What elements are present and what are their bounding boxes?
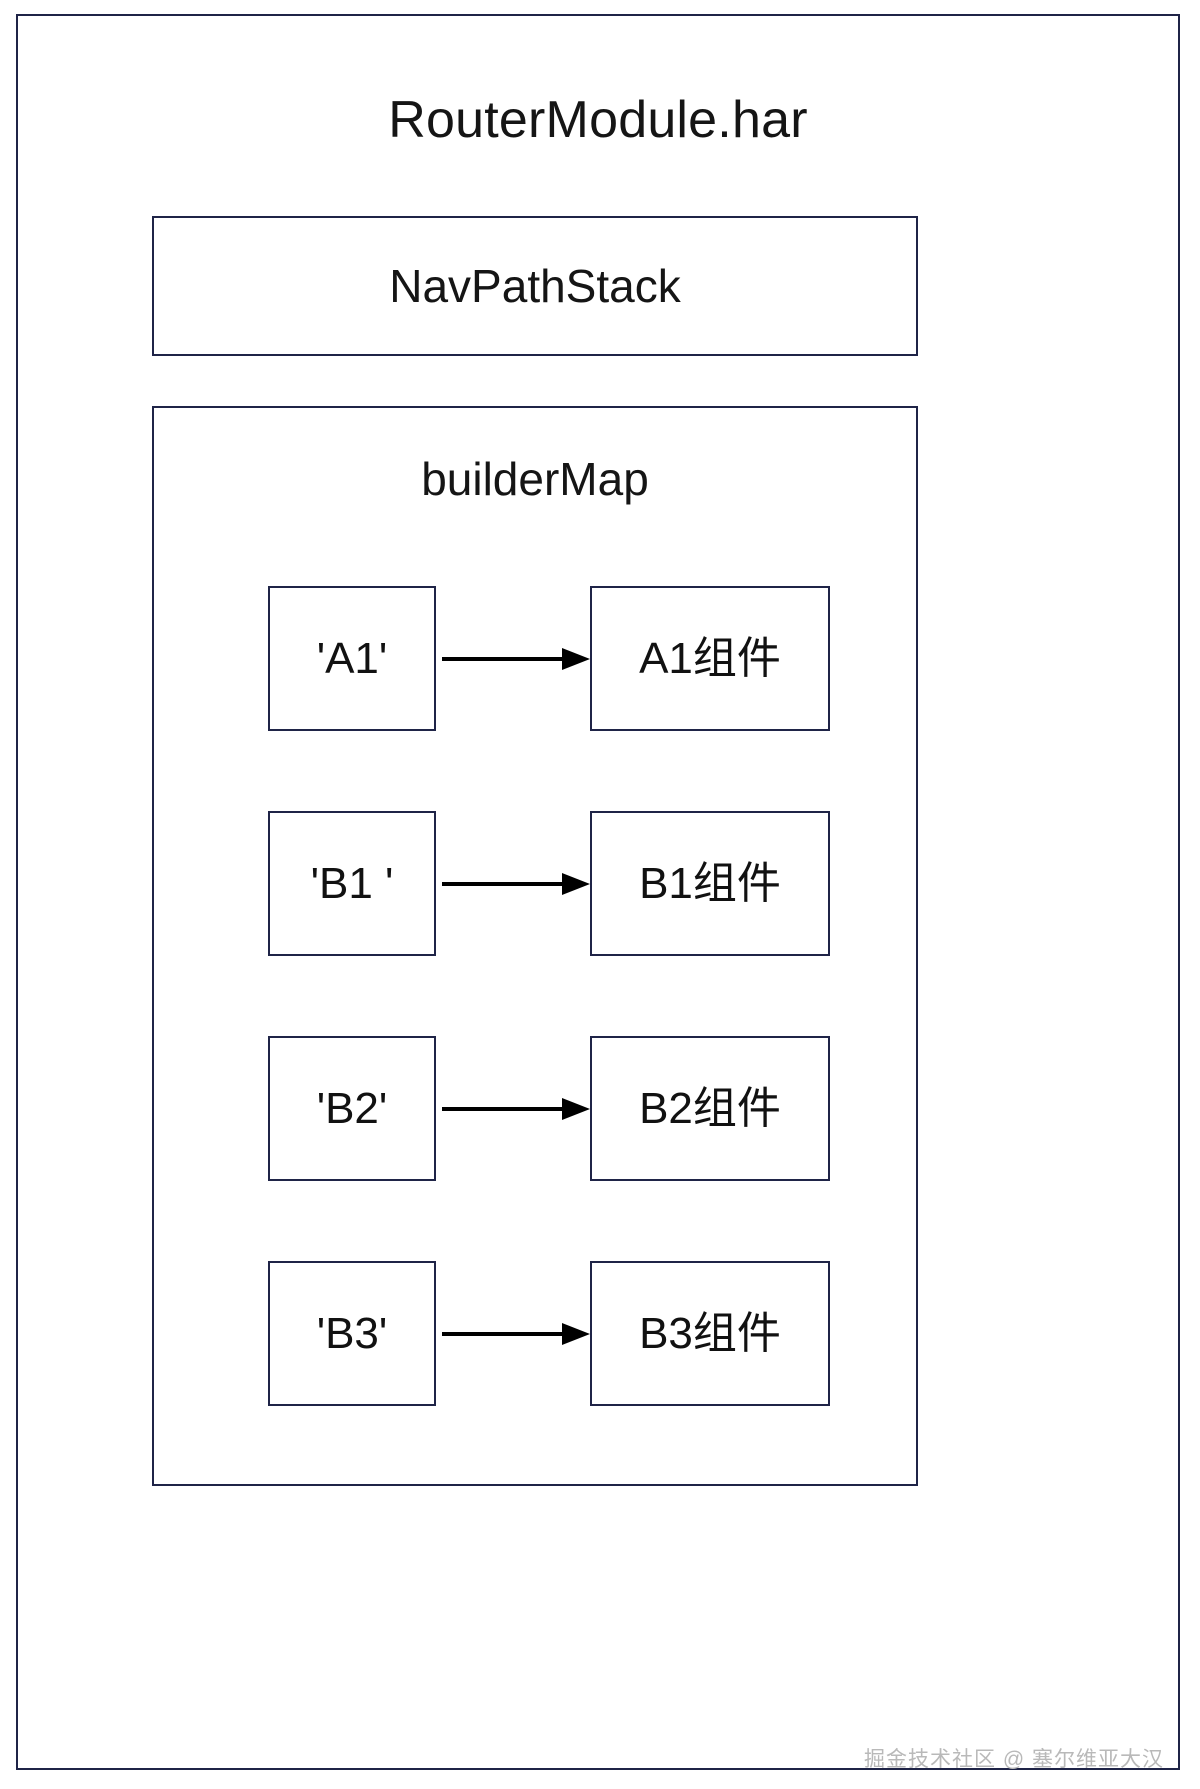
builder-map-entry-list: 'A1' A1组件 'B1 ': [154, 586, 916, 1406]
route-key-box: 'A1': [268, 586, 436, 731]
module-title: RouterModule.har: [388, 91, 808, 149]
builder-map-entry: 'B2' B2组件: [154, 1036, 916, 1181]
builder-map-entry: 'B3' B3组件: [154, 1261, 916, 1406]
route-key-label: 'B1 ': [310, 858, 394, 908]
component-box: B1组件: [590, 811, 830, 956]
route-key-label: 'B3': [316, 1308, 388, 1358]
component-box: A1组件: [590, 586, 830, 731]
component-label: A1组件: [639, 633, 781, 683]
builder-map-title: builderMap: [421, 453, 649, 505]
route-key-box: 'B2': [268, 1036, 436, 1181]
mapping-arrow-icon: [442, 872, 590, 895]
builder-map-entry: 'A1' A1组件: [154, 586, 916, 731]
mapping-arrow-icon: [442, 1097, 590, 1120]
builder-map-box: builderMap 'A1' A1组件 'B1 ': [152, 406, 918, 1486]
route-key-box: 'B1 ': [268, 811, 436, 956]
component-label: B2组件: [639, 1083, 781, 1133]
nav-path-stack-label: NavPathStack: [389, 260, 681, 312]
nav-path-stack-box: NavPathStack: [152, 216, 918, 356]
component-label: B3组件: [639, 1308, 781, 1358]
route-key-label: 'B2': [316, 1083, 388, 1133]
watermark-text: 掘金技术社区 @ 塞尔维亚大汉: [864, 1748, 1164, 1771]
mapping-arrow-icon: [442, 1322, 590, 1345]
route-key-box: 'B3': [268, 1261, 436, 1406]
router-module-frame: RouterModule.har NavPathStack builderMap…: [16, 14, 1180, 1770]
component-box: B2组件: [590, 1036, 830, 1181]
route-key-label: 'A1': [316, 633, 388, 683]
component-box: B3组件: [590, 1261, 830, 1406]
component-label: B1组件: [639, 858, 781, 908]
builder-map-entry: 'B1 ' B1组件: [154, 811, 916, 956]
mapping-arrow-icon: [442, 647, 590, 670]
